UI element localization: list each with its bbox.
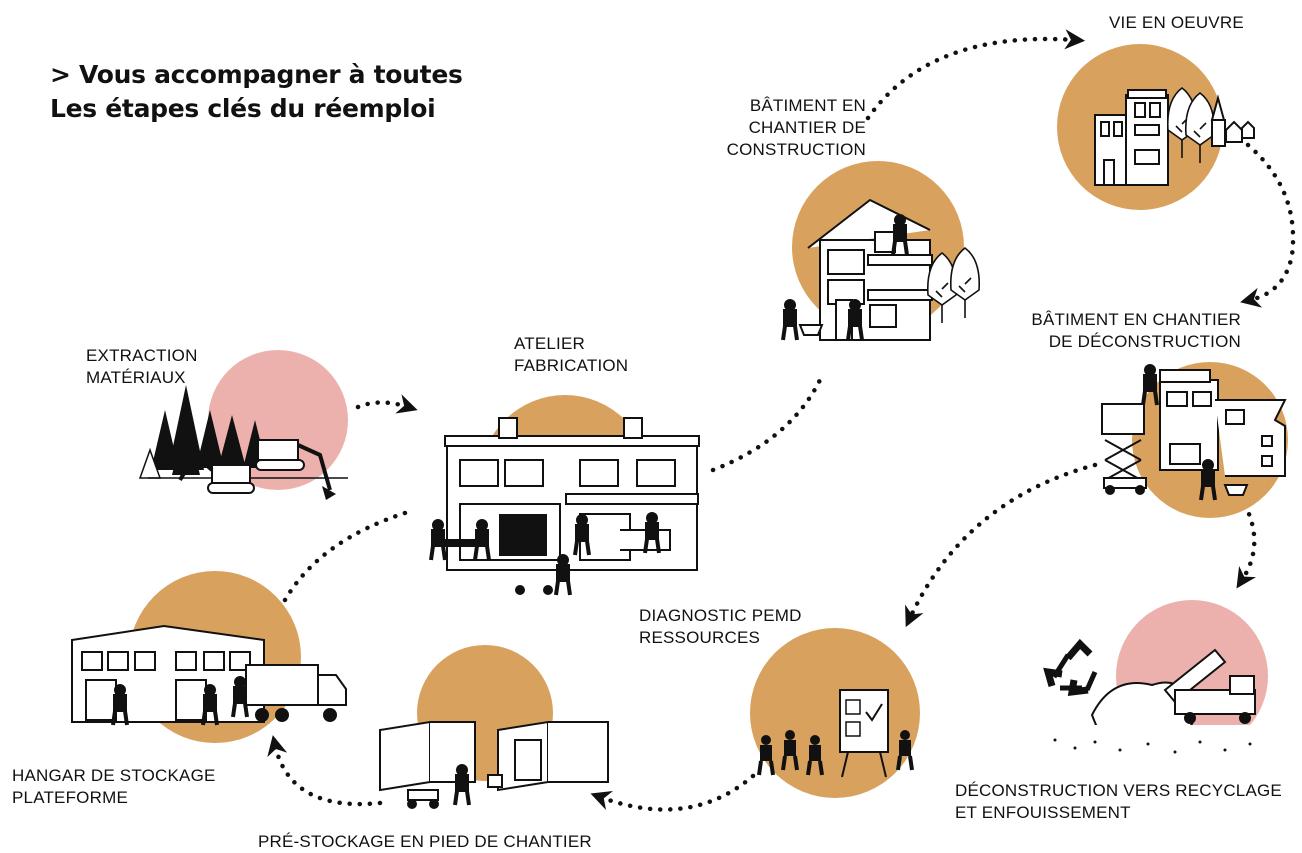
label-line: PRÉ-STOCKAGE EN PIED DE CHANTIER [258, 832, 592, 851]
label-line: ET ENFOUISSEMENT [955, 803, 1131, 822]
extraction-illustration [138, 385, 348, 500]
label-hangar: HANGAR DE STOCKAGE PLATEFORME [12, 765, 216, 809]
prestockage-illustration [379, 720, 609, 809]
label-recyclage: DÉCONSTRUCTION VERS RECYCLAGE ET ENFOUIS… [955, 780, 1282, 824]
label-line: ATELIER [514, 334, 585, 353]
label-line: RESSOURCES [639, 628, 761, 647]
recyclage-illustration [1043, 638, 1265, 755]
path-construction-vie [865, 29, 1086, 121]
label-line: CONSTRUCTION [726, 140, 866, 159]
label-diagnostic: DIAGNOSTIC PEMD RESSOURCES [639, 605, 802, 649]
label-line: BÂTIMENT EN [749, 96, 866, 115]
label-line: MATÉRIAUX [86, 368, 186, 387]
title-line-2: Les étapes clés du réemploi [50, 94, 436, 123]
label-line: HANGAR DE STOCKAGE [12, 766, 216, 785]
hangar-illustration [71, 624, 347, 727]
label-line: DÉCONSTRUCTION VERS RECYCLAGE [955, 781, 1282, 800]
label-line: PLATEFORME [12, 788, 128, 807]
path-vie-deconstruction [1240, 142, 1296, 308]
label-atelier: ATELIER FABRICATION [514, 333, 628, 377]
label-vie-en-oeuvre: VIE EN OEUVRE [1109, 12, 1244, 34]
path-deconstruction-diagnostic [905, 462, 1098, 628]
atelier-illustration [429, 417, 700, 597]
path-atelier-construction [710, 377, 823, 473]
label-deconstruction: BÂTIMENT EN CHANTIER DE DÉCONSTRUCTION [1020, 309, 1241, 353]
path-prestockage-hangar [267, 735, 383, 807]
label-line: CHANTIER DE [748, 118, 866, 137]
cycle-paths [267, 29, 1296, 812]
circle-extraction [208, 350, 348, 490]
circle-diagnostic [750, 628, 920, 798]
label-line: DE DÉCONSTRUCTION [1048, 332, 1241, 351]
path-diagnostic-prestockage [590, 773, 756, 812]
label-line: BÂTIMENT EN CHANTIER [1031, 310, 1241, 329]
label-line: EXTRACTION [86, 346, 198, 365]
label-line: FABRICATION [514, 356, 629, 375]
construction-illustration [781, 198, 981, 342]
title-line-1: > Vous accompagner à toutes [50, 60, 463, 89]
diagnostic-illustration [757, 689, 914, 778]
label-extraction: EXTRACTION MATÉRIAUX [86, 345, 198, 389]
path-hangar-atelier [282, 509, 411, 603]
label-prestockage: PRÉ-STOCKAGE EN PIED DE CHANTIER [258, 831, 592, 853]
path-extraction-atelier [355, 394, 418, 414]
deconstruction-illustration [1101, 363, 1287, 502]
label-line: DIAGNOSTIC PEMD [639, 606, 802, 625]
page-title: > Vous accompagner à toutes Les étapes c… [50, 58, 463, 126]
vie-illustration [1094, 87, 1255, 186]
label-construction: BÂTIMENT EN CHANTIER DE CONSTRUCTION [712, 95, 866, 161]
path-deconstruction-recyclage [1236, 502, 1257, 589]
label-line: VIE EN OEUVRE [1109, 13, 1244, 32]
